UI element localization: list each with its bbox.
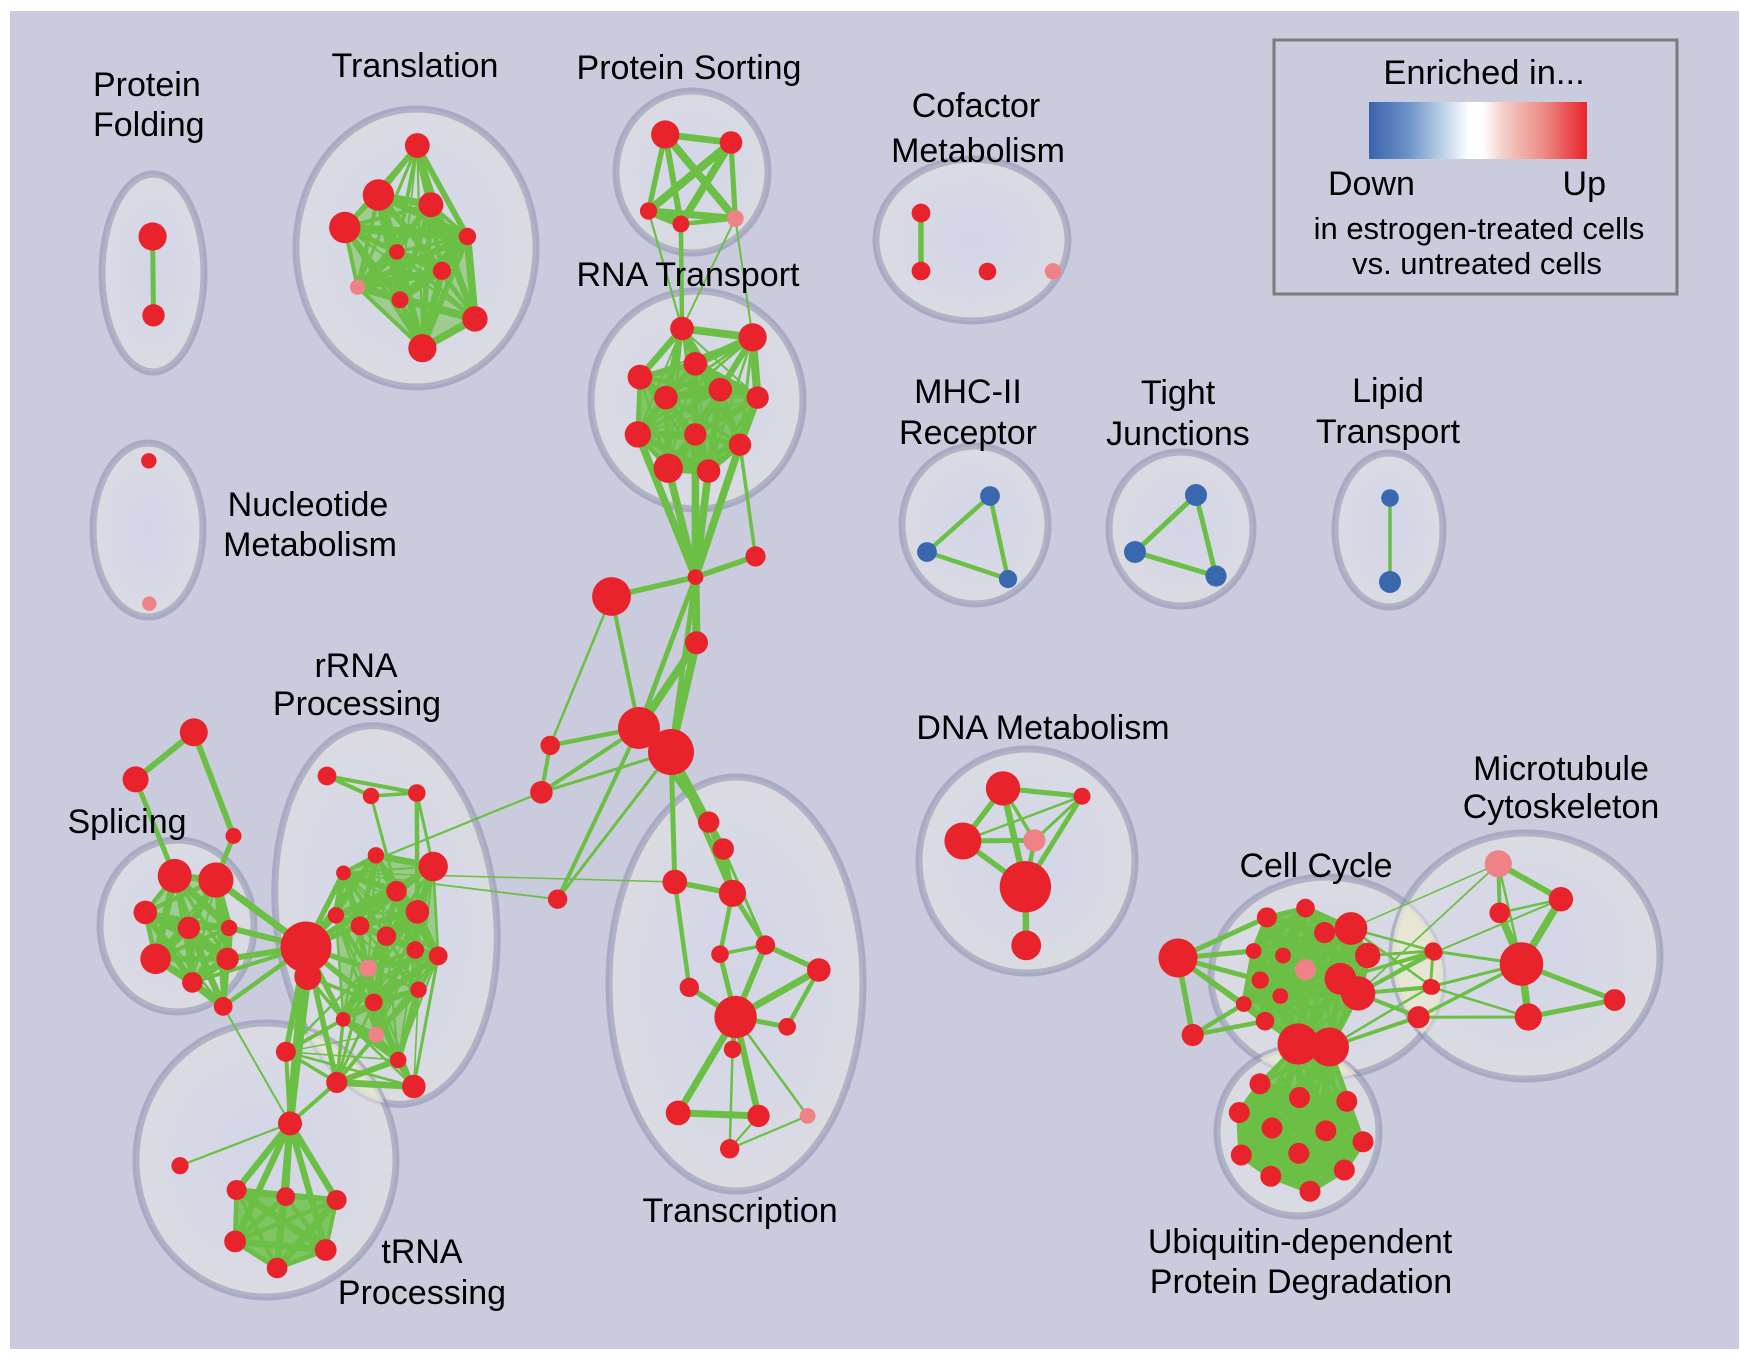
svg-text:Processing: Processing xyxy=(273,685,441,723)
svg-text:DNA Metabolism: DNA Metabolism xyxy=(916,709,1169,747)
svg-text:Microtubule: Microtubule xyxy=(1473,750,1649,788)
svg-text:Processing: Processing xyxy=(338,1274,506,1312)
svg-text:Protein: Protein xyxy=(93,66,201,104)
svg-text:Lipid: Lipid xyxy=(1352,372,1424,410)
svg-text:Up: Up xyxy=(1563,165,1606,203)
svg-text:Protein Sorting: Protein Sorting xyxy=(577,49,802,87)
svg-text:Enriched in...: Enriched in... xyxy=(1383,54,1584,92)
svg-text:MHC-II: MHC-II xyxy=(914,373,1022,411)
svg-text:Transcription: Transcription xyxy=(642,1192,837,1230)
svg-text:Receptor: Receptor xyxy=(899,414,1037,452)
svg-text:vs. untreated cells: vs. untreated cells xyxy=(1352,246,1602,281)
svg-text:Folding: Folding xyxy=(93,106,205,144)
svg-text:rRNA: rRNA xyxy=(314,647,397,685)
svg-text:Nucleotide: Nucleotide xyxy=(228,486,389,524)
svg-text:Junctions: Junctions xyxy=(1106,415,1250,453)
svg-text:Cytoskeleton: Cytoskeleton xyxy=(1463,788,1660,826)
svg-text:Metabolism: Metabolism xyxy=(891,132,1065,170)
svg-text:Down: Down xyxy=(1328,165,1415,203)
svg-text:Metabolism: Metabolism xyxy=(223,526,397,564)
svg-text:Protein Degradation: Protein Degradation xyxy=(1150,1263,1452,1301)
svg-text:Cell Cycle: Cell Cycle xyxy=(1239,847,1392,885)
svg-text:RNA Transport: RNA Transport xyxy=(577,256,801,294)
svg-text:Tight: Tight xyxy=(1141,374,1216,412)
svg-text:tRNA: tRNA xyxy=(381,1233,463,1271)
svg-text:Ubiquitin-dependent: Ubiquitin-dependent xyxy=(1148,1223,1453,1261)
svg-text:in estrogen-treated cells: in estrogen-treated cells xyxy=(1314,211,1645,246)
svg-text:Transport: Transport xyxy=(1316,413,1461,451)
svg-text:Cofactor: Cofactor xyxy=(912,87,1041,125)
svg-text:Splicing: Splicing xyxy=(67,803,186,841)
svg-text:Translation: Translation xyxy=(332,47,499,85)
